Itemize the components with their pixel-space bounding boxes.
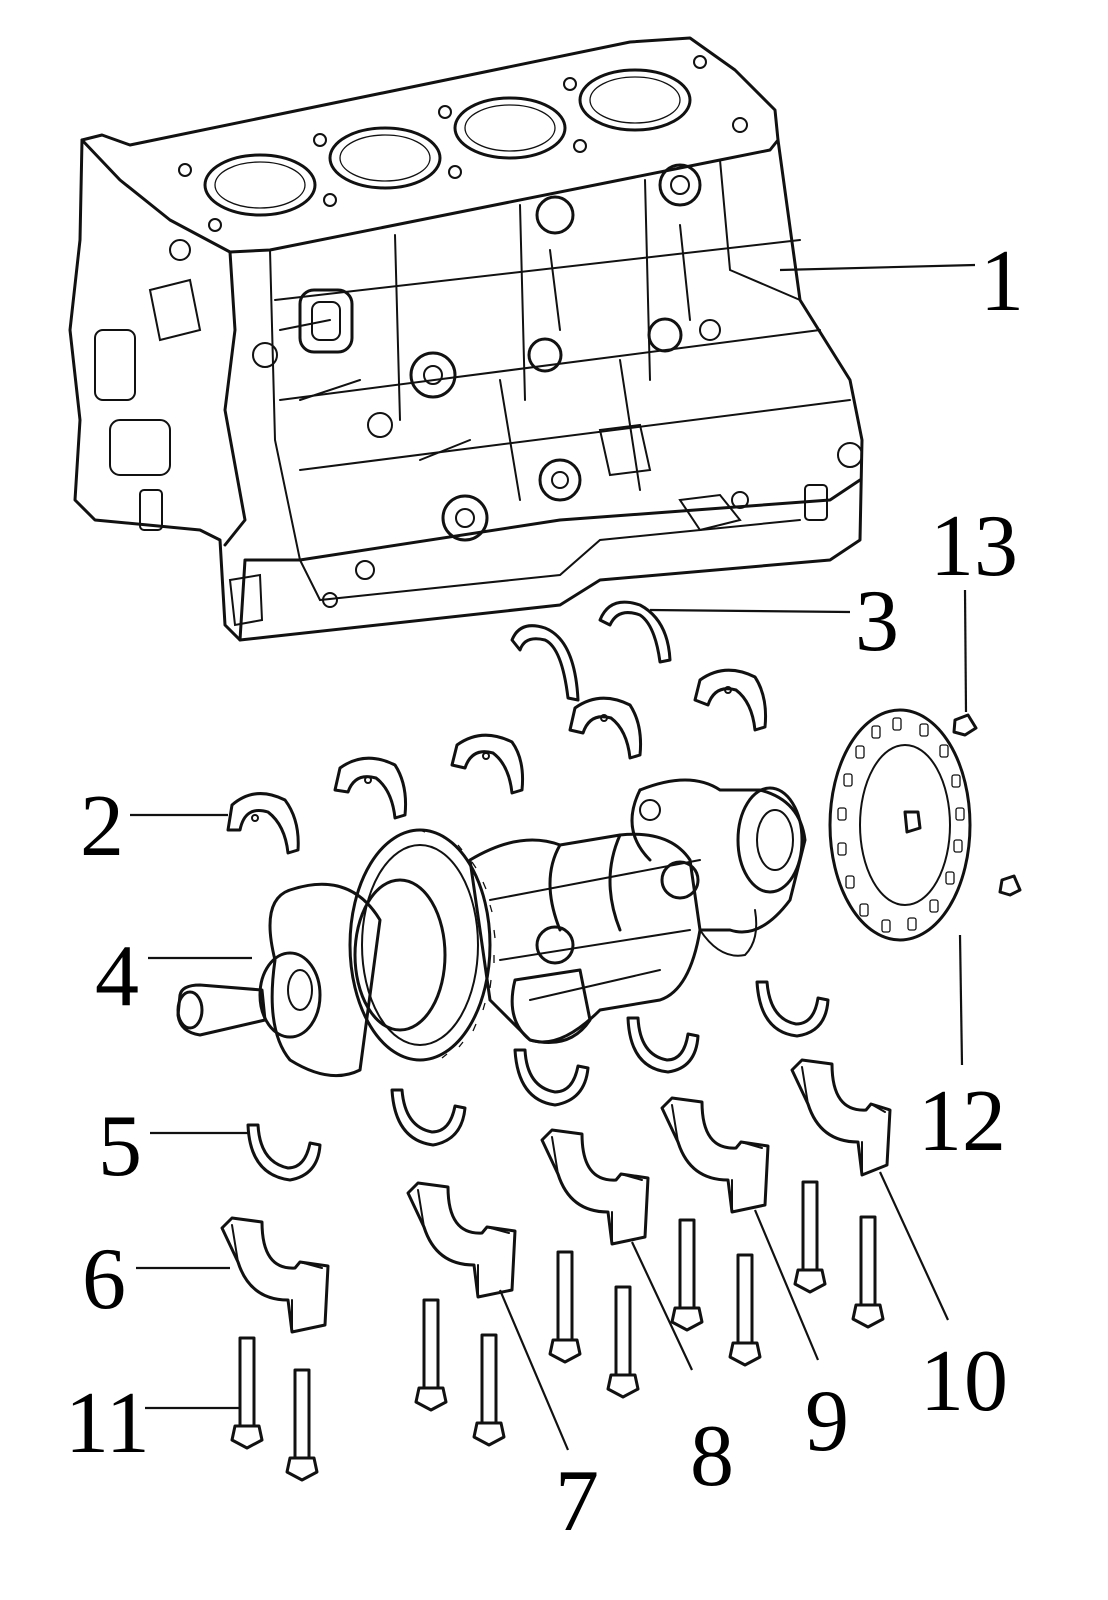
cylinder-block xyxy=(68,36,864,642)
lower-bearing-shells xyxy=(246,980,830,1182)
callout-12: 12 xyxy=(918,1073,1006,1170)
plate-bolts xyxy=(952,713,1022,897)
bearing-cap-1 xyxy=(220,1216,330,1334)
callout-3: 3 xyxy=(855,573,899,670)
callout-1: 1 xyxy=(980,233,1024,330)
callout-11: 11 xyxy=(65,1375,150,1472)
crankshaft xyxy=(176,778,807,1078)
cap-bolts xyxy=(230,1180,885,1482)
callout-7: 7 xyxy=(555,1453,599,1550)
thrust-washers xyxy=(510,600,672,702)
callout-9: 9 xyxy=(805,1373,849,1470)
reluctor-ring xyxy=(828,708,972,942)
bearing-cap-5 xyxy=(790,1058,892,1177)
leader-lines xyxy=(130,263,976,1451)
bearing-cap-2 xyxy=(406,1181,517,1299)
callout-10: 10 xyxy=(920,1333,1008,1430)
bearing-cap-4 xyxy=(660,1096,770,1214)
bearing-cap-3 xyxy=(540,1128,650,1246)
callout-labels: 1 2 3 4 5 6 7 8 9 10 11 12 13 xyxy=(65,233,1024,1550)
callout-2: 2 xyxy=(80,778,124,875)
main-bearing-caps xyxy=(220,1058,892,1334)
callout-5: 5 xyxy=(98,1098,142,1195)
callout-6: 6 xyxy=(82,1231,126,1328)
callout-4: 4 xyxy=(95,928,139,1025)
callout-13: 13 xyxy=(930,498,1018,595)
upper-bearing-shells xyxy=(226,668,767,855)
callout-8: 8 xyxy=(690,1408,734,1505)
